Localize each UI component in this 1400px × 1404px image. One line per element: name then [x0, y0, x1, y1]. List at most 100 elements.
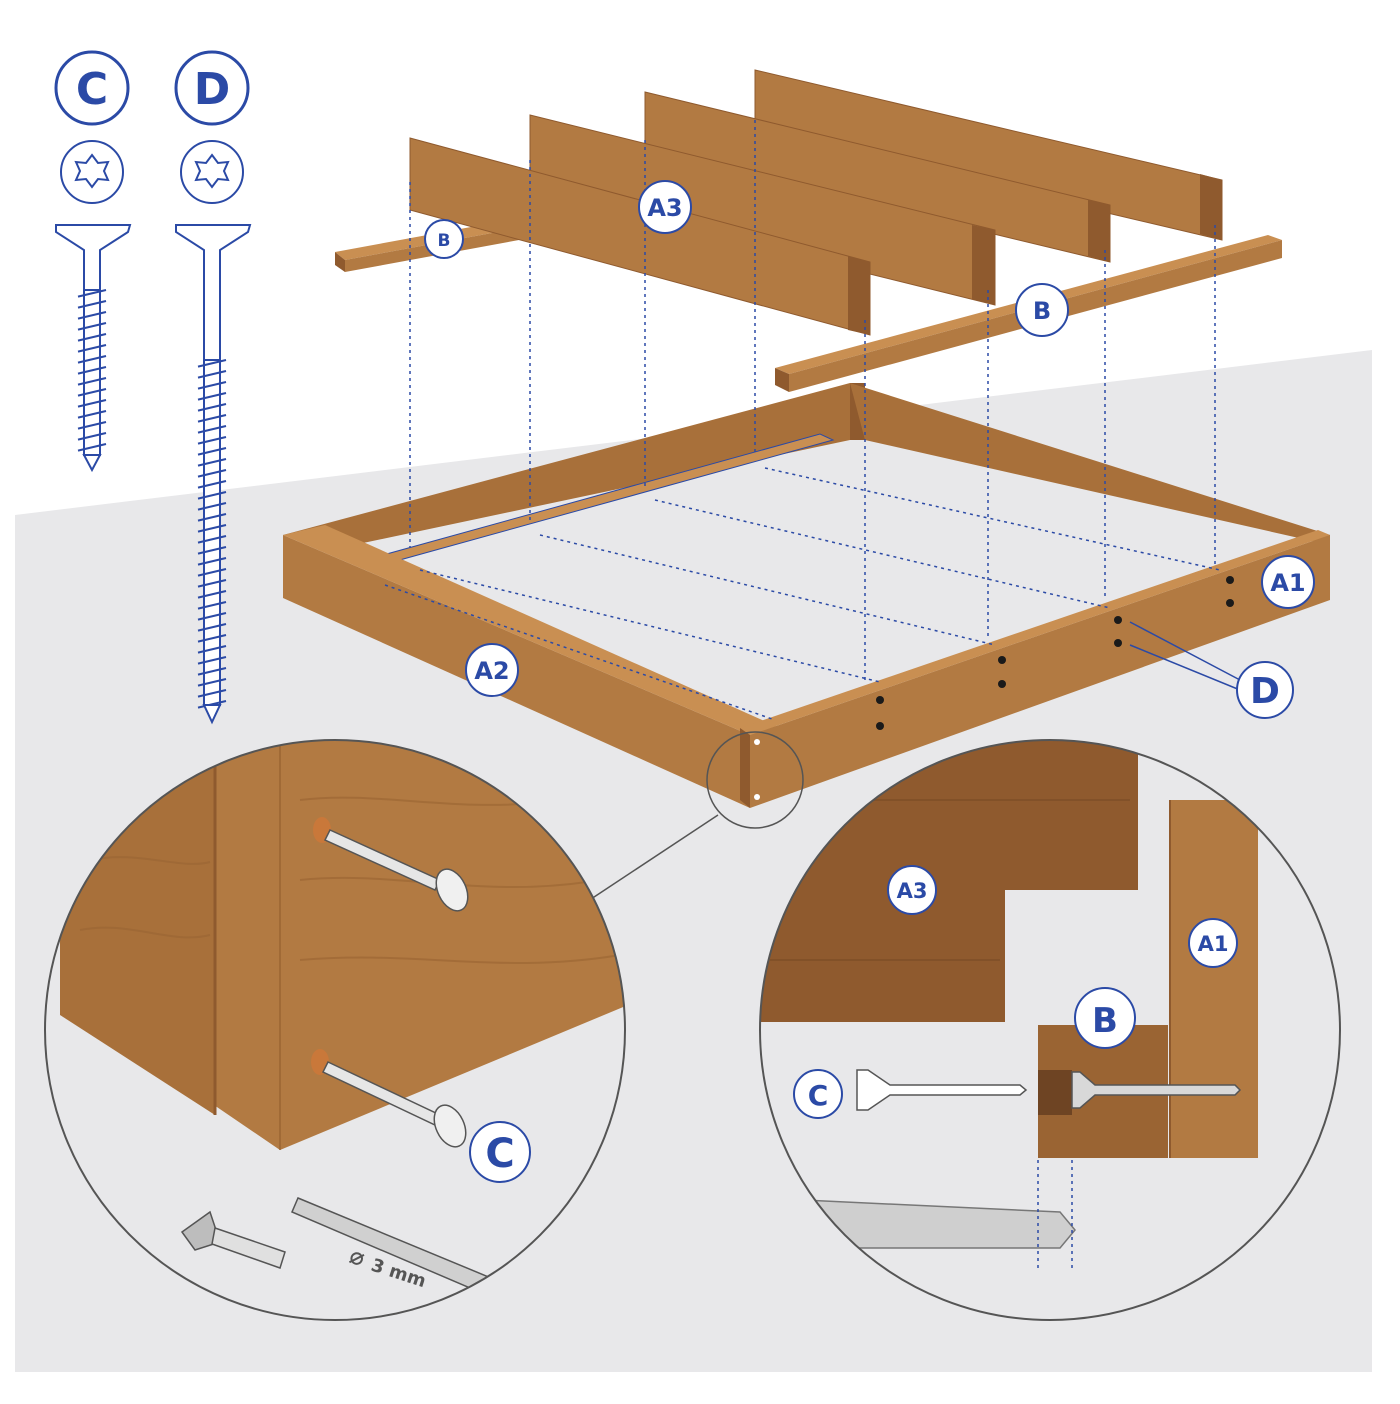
- detail-right-label-a3: A3: [887, 865, 937, 915]
- screw-thread: [197, 557, 227, 566]
- guide-lines: [384, 120, 1221, 721]
- screw-thread: [197, 480, 227, 489]
- screw-thread: [197, 392, 227, 401]
- screw-thread: [197, 370, 227, 379]
- screw-thread: [197, 601, 227, 610]
- screw-thread: [197, 491, 227, 500]
- screw-thread: [197, 667, 227, 676]
- screw-shank: [203, 359, 221, 706]
- screw-thread: [197, 502, 227, 511]
- label-d-callout: D: [1236, 661, 1294, 719]
- screw-thread: [197, 535, 227, 544]
- screw-thread: [77, 399, 107, 408]
- screw-thread: [197, 513, 227, 522]
- label-a2-text: A2: [474, 657, 509, 685]
- screw-thread: [197, 403, 227, 412]
- slat-a3-2: [529, 114, 996, 306]
- screw-c-badge: [54, 50, 130, 126]
- screw-thread: [197, 359, 227, 368]
- screw-thread: [197, 425, 227, 434]
- screw-thread: [197, 656, 227, 665]
- label-b-right: B: [1015, 283, 1069, 337]
- label-b-right-text: B: [1033, 297, 1051, 325]
- screw-thread: [77, 443, 107, 452]
- label-a3: A3: [638, 180, 692, 234]
- screw-thread: [197, 469, 227, 478]
- screw-thread: [77, 432, 107, 441]
- screw-thread: [197, 634, 227, 643]
- screw-thread: [197, 458, 227, 467]
- torx-star-icon: [194, 153, 230, 189]
- frame-side-right-back: [850, 383, 1330, 545]
- screw-d-tip: [202, 704, 222, 725]
- label-b-left-text: B: [438, 231, 451, 251]
- screw-thread: [197, 568, 227, 577]
- detail-screw-top: [313, 817, 469, 912]
- screw-thread: [77, 366, 107, 375]
- detail-left-label-c: C: [469, 1121, 531, 1183]
- screw-thread: [77, 388, 107, 397]
- zoom-connector: [581, 814, 719, 906]
- label-a1: A1: [1261, 555, 1315, 609]
- label-d-callout-text: D: [1250, 671, 1280, 712]
- screw-thread: [197, 447, 227, 456]
- detail-right-label-b-text: B: [1092, 1001, 1118, 1041]
- screw-thread: [77, 333, 107, 342]
- label-a3-text: A3: [647, 194, 682, 222]
- screw-thread: [197, 436, 227, 445]
- screw-thread: [197, 590, 227, 599]
- screw-thread: [197, 612, 227, 621]
- screw-d: D: [174, 50, 252, 725]
- detail-right-label-a1: A1: [1188, 918, 1238, 968]
- torx-head-icon: [180, 140, 244, 204]
- label-a1-text: A1: [1270, 569, 1305, 597]
- screw-holes: [754, 576, 1234, 800]
- screw-d-badge: [174, 50, 250, 126]
- screw-thread: [197, 645, 227, 654]
- label-b-left: B: [424, 219, 464, 259]
- torx-star-icon: [74, 153, 110, 189]
- detail-right-screw-loose: [856, 1069, 1028, 1111]
- screw-thread: [77, 344, 107, 353]
- detail-right-label-a3-text: A3: [897, 879, 928, 903]
- detail-left: ⌀ 3 mm C: [44, 739, 626, 1321]
- detail-right-label-c: C: [793, 1069, 843, 1119]
- screw-thread: [197, 524, 227, 533]
- label-a2: A2: [465, 643, 519, 697]
- screw-c-head: [55, 224, 132, 291]
- slat-a3-1: [409, 137, 871, 336]
- screw-thread: [197, 689, 227, 698]
- screw-c: C: [54, 50, 132, 473]
- detail-right-label-a1-text: A1: [1198, 932, 1229, 956]
- screw-c-letter: C: [76, 64, 108, 115]
- screw-thread: [197, 546, 227, 555]
- screw-thread: [77, 421, 107, 430]
- detail-right-screw-installed: [1071, 1071, 1242, 1109]
- screw-thread: [197, 678, 227, 687]
- screw-thread: [197, 579, 227, 588]
- screw-thread: [197, 414, 227, 423]
- screw-thread: [77, 410, 107, 419]
- torx-head-icon: [60, 140, 124, 204]
- callout-lines-d: [1129, 621, 1241, 691]
- detail-right: A3 A1 B C: [759, 739, 1341, 1321]
- frame-side-a1: [740, 530, 1330, 808]
- screw-thread: [77, 300, 107, 309]
- slat-a3-3: [644, 91, 1111, 263]
- countersink-bit-icon: [180, 1210, 286, 1269]
- detail-right-label-b: B: [1074, 987, 1136, 1049]
- detail-right-label-c-text: C: [808, 1079, 829, 1112]
- screw-thread: [77, 289, 107, 298]
- screw-thread: [197, 623, 227, 632]
- screw-c-tip: [82, 454, 102, 473]
- zoom-marker: [706, 731, 804, 829]
- screw-thread: [77, 322, 107, 331]
- detail-screw-bottom: [311, 1049, 467, 1148]
- screw-thread: [197, 381, 227, 390]
- screw-thread: [77, 377, 107, 386]
- screw-d-head: [175, 224, 252, 361]
- slat-a3-4: [754, 69, 1223, 241]
- detail-left-label-c-text: C: [485, 1131, 514, 1177]
- screw-d-letter: D: [194, 64, 231, 115]
